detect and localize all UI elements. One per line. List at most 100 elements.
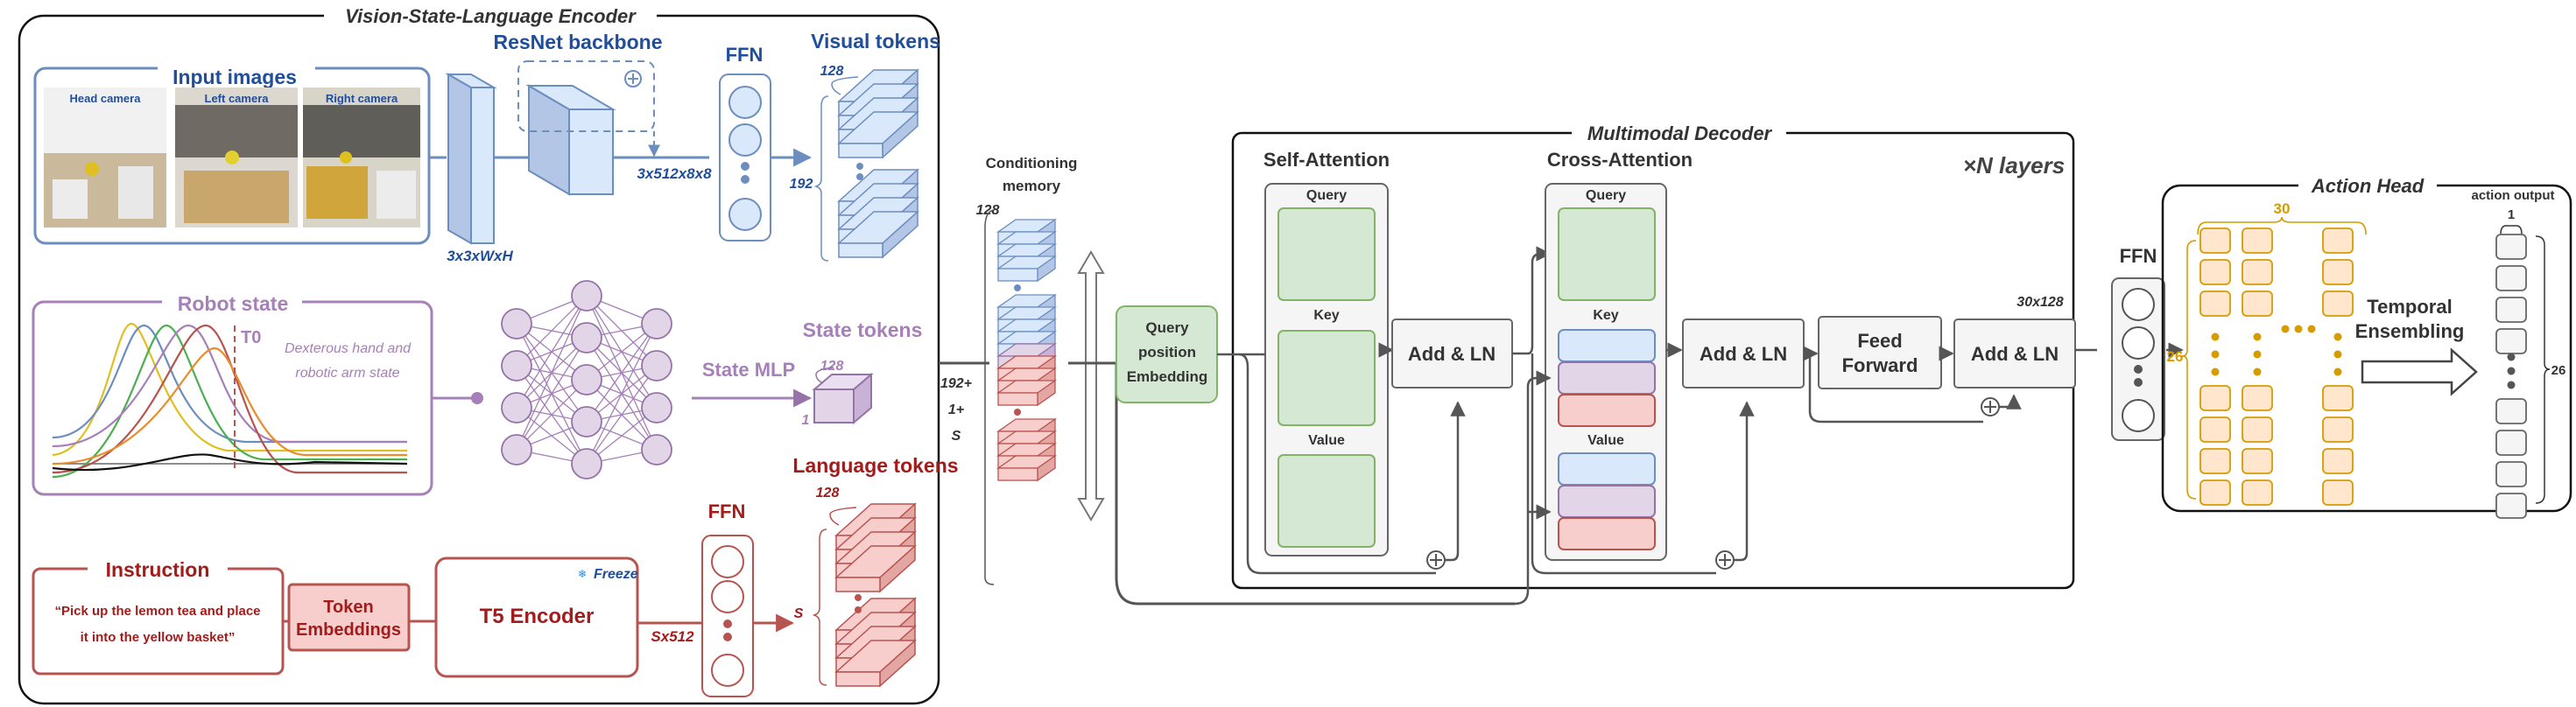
action-cell: [2199, 448, 2231, 474]
cross-attn-query: [1558, 207, 1656, 301]
camera-label-left: Left camera: [205, 92, 270, 105]
state-tokens-count-top: 128: [820, 359, 844, 374]
mlp-edge: [586, 323, 658, 423]
action-cell: [2242, 448, 2273, 474]
cross-attn-value-label: Value: [1587, 433, 1624, 448]
mlp-neuron: [501, 308, 532, 340]
instruction-text-2: it into the yellow basket”: [81, 630, 236, 645]
memory-token: [997, 467, 1038, 481]
action-output-label: action output: [2472, 188, 2555, 203]
conditioning-side-3: S: [952, 429, 961, 444]
ffn-language-title: FFN: [708, 500, 746, 522]
action-cell: [2199, 480, 2231, 506]
action-cell: [2322, 228, 2354, 254]
self-attn-value-label: Value: [1308, 433, 1345, 448]
robot-state-box: [32, 300, 433, 496]
mlp-edge: [586, 323, 658, 465]
resnet-output-dim: 3x512x8x8: [637, 165, 712, 182]
camera-label-right: Right camera: [326, 92, 398, 105]
action-cell: [2199, 228, 2231, 254]
add-ln-2-label: Add & LN: [1700, 343, 1787, 365]
language-token: [835, 577, 881, 592]
action-cell: [2322, 480, 2354, 506]
visual-tokens-title: Visual tokens: [811, 30, 940, 52]
ellipsis-dot: [2253, 350, 2262, 359]
feed-forward-label-2: Forward: [1842, 354, 1918, 376]
robot-state-curves: [52, 322, 408, 479]
action-chunk-grid: [2199, 228, 2354, 506]
brace: [813, 95, 829, 262]
self-attn-query-label: Query: [1306, 188, 1347, 203]
action-head-title: Action Head: [2311, 175, 2425, 197]
robot-state-title: Robot state: [178, 292, 289, 315]
resnet-title: ResNet backbone: [493, 31, 662, 53]
instruction-title: Instruction: [106, 558, 210, 581]
mlp-edge: [516, 337, 588, 451]
mlp-edge: [516, 295, 588, 451]
query-embedding-3: Embedding: [1127, 368, 1208, 385]
instruction-box: [32, 567, 285, 676]
decoder-layers: ×N layers: [1963, 152, 2065, 178]
ellipsis-dot: [2333, 368, 2342, 376]
ellipsis-dot: [2333, 350, 2342, 359]
ellipsis-dot: [856, 163, 863, 170]
brace: [829, 507, 857, 526]
camera-images: [44, 88, 420, 228]
mlp-edge: [516, 295, 588, 367]
mlp-neuron: [571, 280, 602, 312]
memory-double-arrow: [1077, 250, 1105, 522]
feed-forward: [1818, 316, 1942, 389]
state-token-cube: [812, 372, 874, 425]
visual-token: [838, 143, 883, 158]
conditioning-memory-stack: [996, 218, 1058, 482]
ellipsis-dot: [2307, 325, 2316, 333]
language-tokens-stack: [812, 502, 917, 688]
action-output-cell: [2495, 297, 2527, 323]
robot-state-t0: T0: [241, 328, 261, 347]
cross-attention-title: Cross-Attention: [1547, 149, 1693, 171]
mlp-neuron: [571, 364, 602, 396]
conditioning-count-top: 128: [976, 203, 1000, 218]
action-output-count-top: 1: [2508, 207, 2515, 222]
t5-encoder-box: [434, 556, 639, 678]
resnet-block-2: [525, 84, 616, 196]
action-grid-count-top: 30: [2274, 200, 2291, 217]
memory-token: [997, 268, 1038, 282]
self-attn-key: [1277, 330, 1376, 426]
self-attn-value: [1277, 454, 1376, 548]
input-images-title: Input images: [172, 66, 297, 88]
state-mlp-label: State MLP: [702, 359, 795, 381]
visual-token: [838, 242, 883, 258]
mlp-neuron: [571, 322, 602, 354]
language-token: [835, 671, 881, 687]
temporal-ensembling-arrow: [2361, 347, 2478, 396]
query-embedding-1: Query: [1145, 319, 1189, 336]
resnet-residual-box: [517, 60, 655, 132]
mlp-neuron: [501, 392, 532, 424]
ffn-visual-title: FFN: [726, 44, 764, 66]
memory-token: [997, 392, 1038, 406]
action-output-cell: [2495, 398, 2527, 424]
temporal-ensembling-2: Ensembling: [2355, 320, 2465, 342]
token-embeddings-2: Embeddings: [296, 620, 401, 640]
token-embeddings-1: Token: [323, 598, 373, 617]
action-output-cell: [2495, 265, 2527, 291]
cross-attn-value-visual: [1558, 452, 1656, 486]
resnet-input-dim: 3x3xWxH: [447, 248, 513, 264]
mlp-neuron: [571, 406, 602, 438]
query-embedding-2: position: [1138, 344, 1196, 360]
state-tokens-title: State tokens: [803, 318, 923, 341]
ellipsis-dot: [2211, 350, 2220, 359]
action-cell: [2199, 416, 2231, 443]
encoder-title: Vision-State-Language Encoder: [345, 5, 637, 27]
action-cell: [2242, 259, 2273, 285]
self-attn-query: [1277, 207, 1376, 301]
ellipsis-dot: [2211, 332, 2220, 341]
temporal-ensembling-1: Temporal: [2367, 296, 2452, 318]
cross-attn-key-label: Key: [1593, 308, 1618, 323]
ellipsis-dot: [2294, 325, 2303, 333]
t5-output-dim: Sx512: [651, 628, 694, 645]
conditioning-title-1: Conditioning: [986, 155, 1078, 172]
action-cell: [2242, 228, 2273, 254]
conditioning-title-2: memory: [1003, 178, 1061, 194]
